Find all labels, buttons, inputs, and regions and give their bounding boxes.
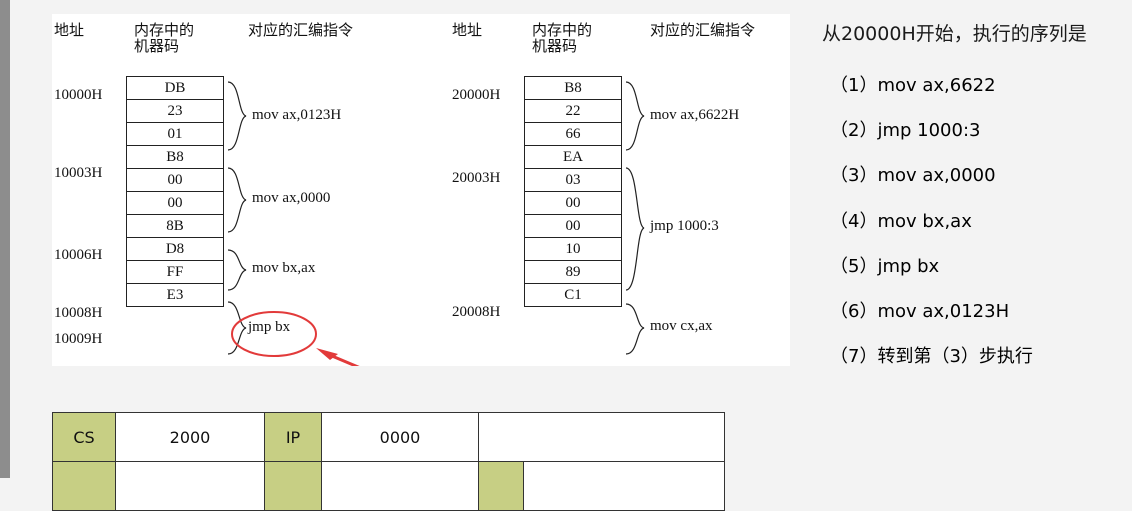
instruction-label: mov cx,ax: [650, 318, 713, 334]
mem-cell: DB: [127, 77, 223, 100]
mem-cell: 00: [127, 192, 223, 215]
mem-cell: 8B: [127, 215, 223, 238]
left-memory-column: DB 23 01 B8 00 00 8B D8 FF E3: [126, 76, 224, 307]
instruction-label: mov ax,6622H: [650, 107, 740, 123]
brace-overlay: [227, 81, 645, 366]
header-asm-right: 对应的汇编指令: [650, 21, 756, 39]
instruction-label: mov ax,0000: [252, 190, 331, 206]
header-machine-code-left: 内存中的 机器码: [134, 21, 195, 55]
cs-register-value: 2000: [115, 412, 265, 462]
mem-cell: 00: [127, 169, 223, 192]
step-item: （4）mov bx,ax: [830, 211, 972, 232]
brace-icon: [625, 303, 645, 355]
mem-cell: 03: [525, 169, 621, 192]
brace-icon: [227, 81, 247, 151]
step-item: （6）mov ax,0123H: [830, 301, 1010, 322]
cs-register-label: CS: [52, 412, 116, 462]
ip-register-label: IP: [264, 412, 322, 462]
address-label: 20008H: [452, 304, 501, 320]
register-label-cell: [52, 461, 116, 511]
address-label: 10008H: [54, 305, 103, 321]
mem-cell: B8: [127, 146, 223, 169]
address-label: 20003H: [452, 170, 501, 186]
mem-cell: 00: [525, 215, 621, 238]
register-value-cell: [523, 461, 725, 511]
table-row: CS 2000 IP 0000: [52, 412, 725, 462]
empty-cell: [478, 412, 725, 462]
step-item: （1）mov ax,6622: [830, 75, 996, 96]
step-item: （7）转到第（3）步执行: [830, 346, 1033, 367]
instruction-label: jmp 1000:3: [650, 218, 719, 234]
register-value-cell: [321, 461, 479, 511]
address-label: 10006H: [54, 247, 103, 263]
execution-explanation: 从20000H开始，执行的序列是: [822, 20, 1132, 48]
header-address-right: 地址: [452, 21, 483, 39]
brace-icon: [625, 81, 645, 151]
register-table: CS 2000 IP 0000: [52, 412, 725, 511]
mem-cell: 66: [525, 123, 621, 146]
register-label-cell: [264, 461, 322, 511]
left-edge-strip: [0, 0, 10, 478]
mem-cell: 01: [127, 123, 223, 146]
memory-diagram: 地址 内存中的 机器码 对应的汇编指令 地址 内存中的 机器码 对应的汇编指令 …: [52, 14, 790, 366]
instruction-label: mov bx,ax: [252, 260, 316, 276]
mem-cell: EA: [525, 146, 621, 169]
mem-cell: 10: [525, 238, 621, 261]
mem-cell: E3: [127, 284, 223, 307]
mem-cell: 22: [525, 100, 621, 123]
header-address-left: 地址: [54, 21, 85, 39]
step-item: （2）jmp 1000:3: [830, 120, 981, 141]
mem-cell: B8: [525, 77, 621, 100]
mem-cell: 89: [525, 261, 621, 284]
red-arrow-shaft: [331, 354, 360, 366]
mem-cell: C1: [525, 284, 621, 307]
header-asm-left: 对应的汇编指令: [248, 21, 354, 39]
header-machine-code-right: 内存中的 机器码: [532, 21, 593, 55]
address-label: 10000H: [54, 87, 103, 103]
address-label: 10009H: [54, 331, 103, 347]
instruction-label: mov ax,0123H: [252, 107, 342, 123]
brace-icon: [625, 167, 645, 291]
step-item: （3）mov ax,0000: [830, 165, 996, 186]
mem-cell: FF: [127, 261, 223, 284]
address-label: 10003H: [54, 165, 103, 181]
ip-register-value: 0000: [321, 412, 479, 462]
brace-icon: [227, 167, 247, 233]
highlight-ellipse: [231, 311, 317, 357]
explanation-title: 从20000H开始，执行的序列是: [822, 23, 1087, 45]
brace-icon: [227, 301, 247, 355]
right-memory-column: B8 22 66 EA 03 00 00 10 89 C1: [524, 76, 622, 307]
mem-cell: 23: [127, 100, 223, 123]
mem-cell: 00: [525, 192, 621, 215]
brace-icon: [227, 249, 247, 291]
mem-cell: D8: [127, 238, 223, 261]
address-label: 20000H: [452, 87, 501, 103]
instruction-label: jmp bx: [248, 319, 291, 335]
register-label-cell: [478, 461, 524, 511]
step-item: （5）jmp bx: [830, 256, 940, 277]
table-row: [52, 461, 725, 511]
register-value-cell: [115, 461, 265, 511]
